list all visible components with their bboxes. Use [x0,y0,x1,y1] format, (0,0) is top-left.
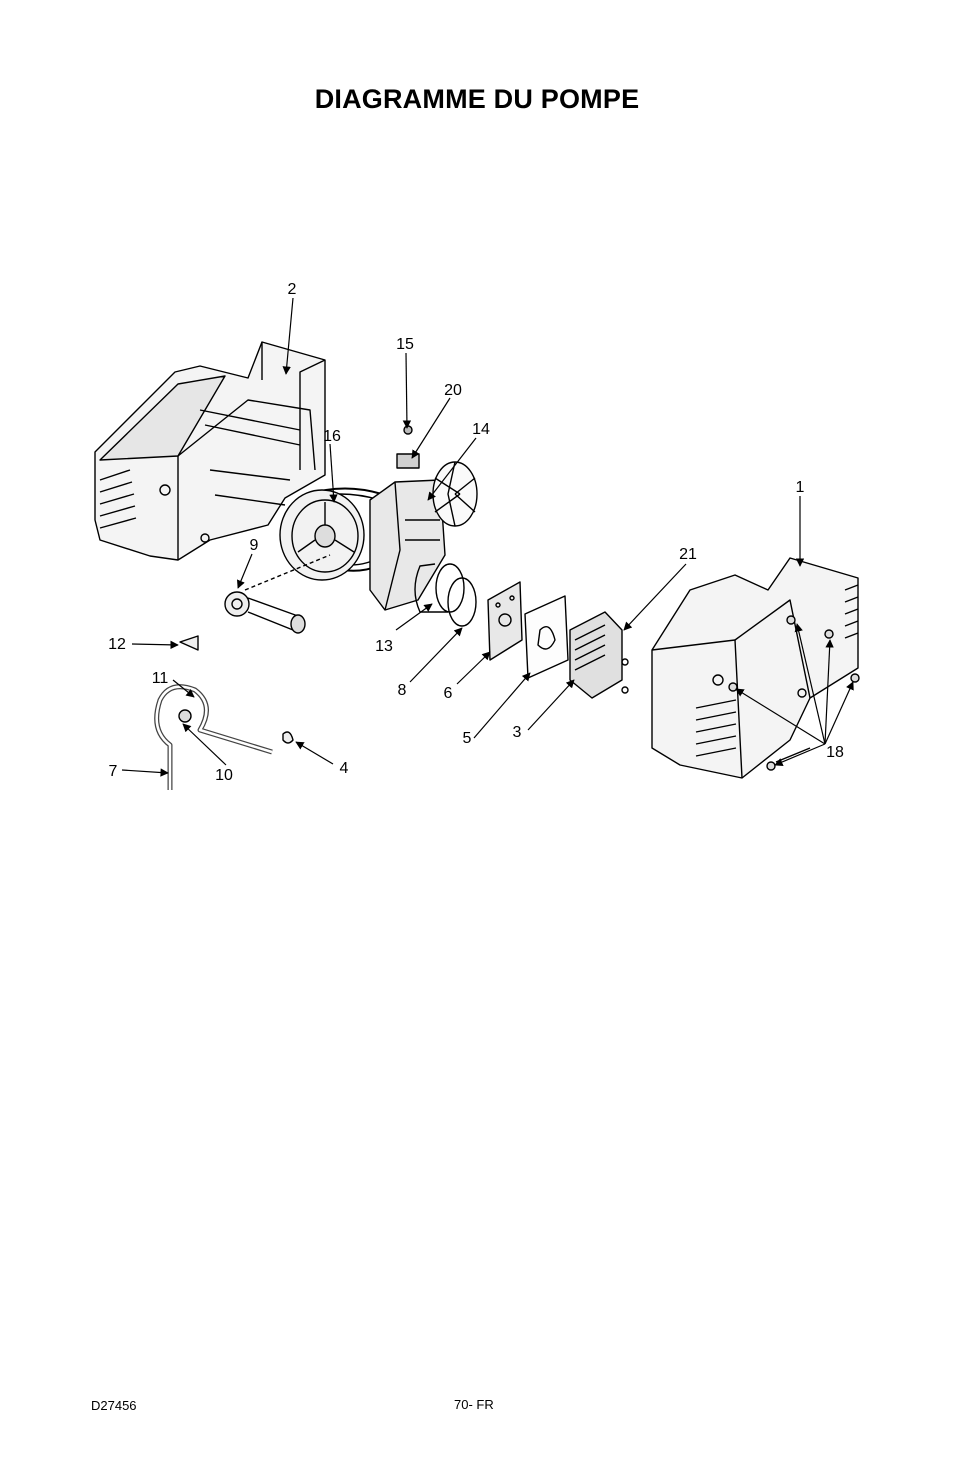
leader-12 [131,640,179,650]
front-shroud-vents [695,584,859,757]
callout-13: 13 [375,638,393,655]
callout-6: 6 [444,685,453,702]
pad [396,453,420,469]
callout-5: 5 [463,730,472,747]
callout-7: 7 [109,763,118,780]
leader-18e [774,743,826,766]
leader-18b [794,623,826,745]
page-title: DIAGRAMME DU POMPE [314,84,640,114]
leader-9 [236,553,253,589]
leader-6 [456,651,491,685]
clip [282,731,294,744]
o-ring [447,577,477,627]
leader-16 [329,443,338,503]
connecting-rod [224,554,331,634]
callout-21: 21 [679,546,697,563]
leader-10 [182,723,227,766]
leader-7 [121,768,169,777]
leader-18a [735,688,826,745]
callout-20: 20 [444,382,462,399]
leader-3 [527,679,575,731]
rear-shroud-vents [99,469,137,529]
leader-15 [402,352,412,429]
page-number: 70- FR [454,1397,494,1412]
leader-20 [411,397,451,459]
callout-labels: 1 2 3 4 5 6 7 8 9 10 11 12 13 14 15 16 1… [108,281,844,784]
rear-shroud [94,341,326,561]
callout-9: 9 [250,537,259,554]
small-plug [403,425,413,435]
leader-21 [623,563,687,631]
callout-14: 14 [472,421,490,438]
callout-10: 10 [215,767,233,784]
valve-plate [487,581,523,661]
leader-4 [295,741,334,765]
leader-2 [282,297,294,375]
leader-18c [824,639,834,745]
callout-4: 4 [340,760,349,777]
callout-2: 2 [288,281,297,298]
leader-14 [427,437,477,501]
gasket [524,595,569,679]
document-code: D27456 [91,1398,137,1413]
pump-body [369,479,446,611]
callout-18: 18 [826,744,844,761]
callout-16: 16 [323,428,341,445]
leader-18d [824,681,854,745]
callout-12: 12 [108,636,126,653]
shroud-screws [728,615,860,771]
callout-1: 1 [796,479,805,496]
outlet-tube [154,684,273,790]
leader-13 [395,603,433,631]
callout-8: 8 [398,682,407,699]
leader-11 [172,679,195,698]
callout-15: 15 [396,336,414,353]
front-shroud [651,557,859,779]
flywheel [279,489,365,581]
leader-5 [473,672,531,739]
cylinder-head [569,611,629,699]
callout-3: 3 [513,724,522,741]
leader-8 [409,627,463,683]
cooling-fan [432,461,478,527]
cap-screw [179,635,199,651]
leader-lines [121,297,854,777]
callout-11: 11 [152,670,169,687]
